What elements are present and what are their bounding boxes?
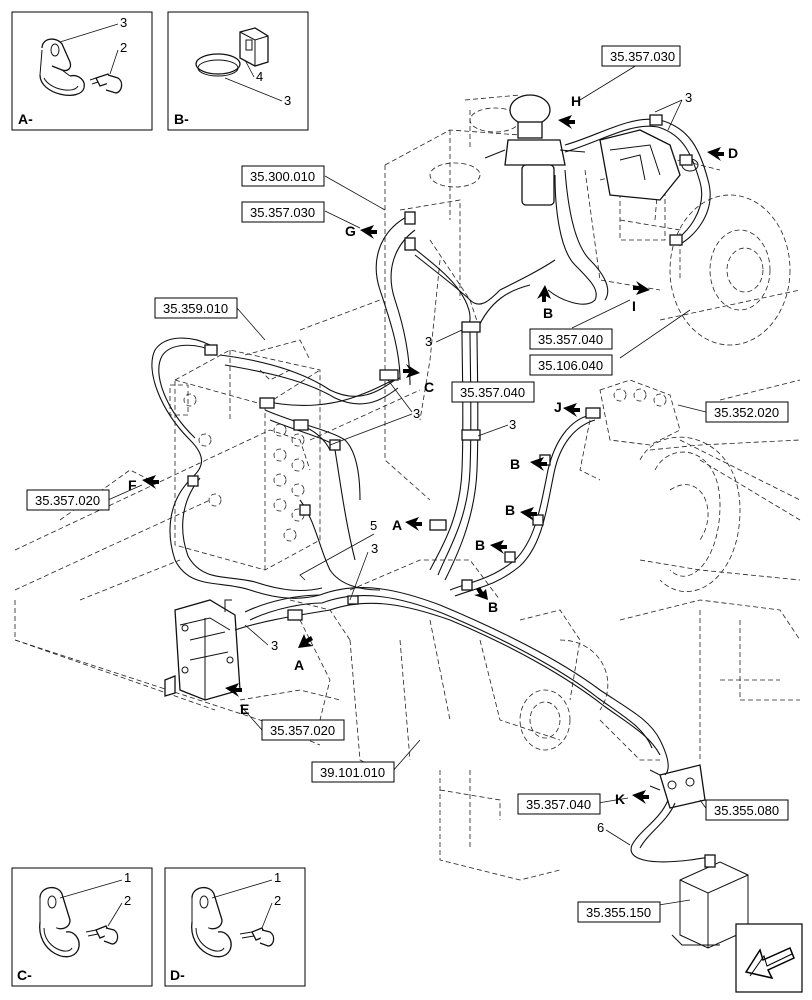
arrow-b1 bbox=[537, 285, 551, 302]
ref-357-040-k: 35.357.040 bbox=[526, 797, 591, 812]
filter-assembly bbox=[484, 94, 586, 206]
ref-box-357-020-f[interactable]: 35.357.020 bbox=[26, 489, 110, 511]
view-label-a: A- bbox=[18, 111, 33, 127]
ref-box-106-040[interactable]: 35.106.040 bbox=[529, 354, 613, 376]
detail-view-b: B- 4 3 bbox=[167, 11, 309, 131]
ref-box-355-080[interactable]: 35.355.080 bbox=[705, 799, 789, 821]
ref-357-020-e: 35.357.020 bbox=[270, 723, 335, 738]
arrow-g bbox=[360, 225, 377, 239]
view-a-callout-2: 2 bbox=[120, 40, 127, 55]
direction-arrows bbox=[142, 115, 724, 804]
letter-i: I bbox=[632, 298, 636, 314]
ref-357-040-b: 35.357.040 bbox=[460, 385, 525, 400]
letter-a1: A bbox=[392, 517, 402, 533]
letter-b5: B bbox=[488, 599, 498, 615]
arrow-c bbox=[403, 364, 420, 378]
ref-352-020: 35.352.020 bbox=[714, 405, 779, 420]
arrow-e bbox=[225, 683, 242, 697]
letter-j: J bbox=[554, 399, 562, 415]
letter-b3: B bbox=[505, 502, 515, 518]
arrow-j bbox=[563, 403, 580, 417]
ref-359-010: 35.359.010 bbox=[163, 301, 228, 316]
callout-5: 5 bbox=[370, 518, 377, 533]
ref-box-357-030-top[interactable]: 35.357.030 bbox=[601, 45, 681, 67]
ref-355-150: 35.355.150 bbox=[586, 905, 651, 920]
ref-357-030-mid: 35.357.030 bbox=[250, 205, 315, 220]
arrow-letters: H D G B I C J F B B A B B A E K bbox=[128, 93, 738, 807]
ref-355-080: 35.355.080 bbox=[714, 803, 779, 818]
view-b-callout-3: 3 bbox=[284, 93, 291, 108]
callout-3-lower: 3 bbox=[371, 541, 378, 556]
valve-block-e bbox=[164, 599, 241, 701]
letter-e: E bbox=[240, 701, 249, 717]
pump-assembly bbox=[599, 129, 699, 201]
arrow-b4 bbox=[490, 540, 507, 554]
ref-357-030-top: 35.357.030 bbox=[610, 49, 675, 64]
hose-routing bbox=[151, 118, 716, 863]
view-c-callout-1: 1 bbox=[124, 870, 131, 885]
callout-6: 6 bbox=[597, 820, 604, 835]
letter-g: G bbox=[345, 223, 356, 239]
ref-101-010: 39.101.010 bbox=[320, 765, 385, 780]
ref-box-357-040-a[interactable]: 35.357.040 bbox=[529, 328, 613, 350]
view-d-callout-1: 1 bbox=[274, 870, 281, 885]
ref-box-300-010[interactable]: 35.300.010 bbox=[241, 165, 325, 187]
valve-block-k bbox=[649, 764, 706, 809]
arrow-b5 bbox=[474, 587, 488, 600]
letter-a2: A bbox=[294, 657, 304, 673]
clamps bbox=[187, 114, 716, 868]
letter-c: C bbox=[424, 379, 434, 395]
callout-3-top: 3 bbox=[685, 90, 692, 105]
arrow-down-left-icon bbox=[744, 946, 795, 980]
letter-b4: B bbox=[475, 537, 485, 553]
letter-h: H bbox=[571, 93, 581, 109]
arrow-a1 bbox=[405, 517, 422, 531]
letter-b2: B bbox=[510, 456, 520, 472]
ref-box-355-150[interactable]: 35.355.150 bbox=[577, 901, 661, 923]
ref-300-010: 35.300.010 bbox=[250, 169, 315, 184]
callout-3-mid: 3 bbox=[425, 334, 432, 349]
arrow-b3 bbox=[520, 507, 537, 521]
detail-view-d: D- 1 2 bbox=[164, 867, 306, 987]
arrow-h bbox=[558, 115, 575, 129]
ref-box-357-040-k[interactable]: 35.357.040 bbox=[517, 793, 601, 815]
view-a-callout-3: 3 bbox=[120, 15, 127, 30]
view-label-c: C- bbox=[17, 967, 32, 983]
ref-106-040: 35.106.040 bbox=[538, 358, 603, 373]
arrow-b2 bbox=[530, 457, 547, 471]
view-label-b: B- bbox=[174, 111, 189, 127]
ref-box-359-010[interactable]: 35.359.010 bbox=[154, 297, 238, 319]
ref-box-357-020-e[interactable]: 35.357.020 bbox=[261, 719, 345, 741]
callout-3-e: 3 bbox=[271, 638, 278, 653]
ref-box-352-020[interactable]: 35.352.020 bbox=[705, 401, 789, 423]
letter-f: F bbox=[128, 477, 137, 493]
arrow-k bbox=[632, 790, 649, 804]
machine-frame-outline bbox=[14, 94, 801, 881]
ref-box-357-030-mid[interactable]: 35.357.030 bbox=[241, 201, 325, 223]
view-label-d: D- bbox=[170, 967, 185, 983]
control-valve-left bbox=[169, 339, 321, 571]
reference-boxes: 35.357.030 35.300.010 35.357.030 35.359.… bbox=[26, 45, 789, 923]
next-page-button[interactable] bbox=[735, 923, 803, 993]
part-callouts: 3 3 3 3 5 3 3 6 bbox=[244, 90, 692, 846]
ref-box-357-040-b[interactable]: 35.357.040 bbox=[451, 381, 535, 403]
callout-3-right: 3 bbox=[509, 417, 516, 432]
ref-box-101-010[interactable]: 39.101.010 bbox=[311, 761, 395, 783]
ref-357-020-f: 35.357.020 bbox=[35, 493, 100, 508]
letter-d: D bbox=[728, 145, 738, 161]
letter-b1: B bbox=[543, 305, 553, 321]
view-c-callout-2: 2 bbox=[124, 893, 131, 908]
callout-3-c: 3 bbox=[413, 406, 420, 421]
detail-view-c: C- 1 2 bbox=[11, 867, 153, 987]
arrow-i bbox=[633, 281, 650, 295]
view-b-callout-4: 4 bbox=[256, 69, 263, 84]
detail-view-a: A- 3 2 bbox=[11, 11, 153, 131]
ref-357-040-a: 35.357.040 bbox=[538, 332, 603, 347]
view-d-callout-2: 2 bbox=[274, 893, 281, 908]
arrow-d bbox=[707, 147, 724, 161]
arrow-a2 bbox=[298, 634, 313, 648]
arrow-f bbox=[142, 475, 159, 489]
